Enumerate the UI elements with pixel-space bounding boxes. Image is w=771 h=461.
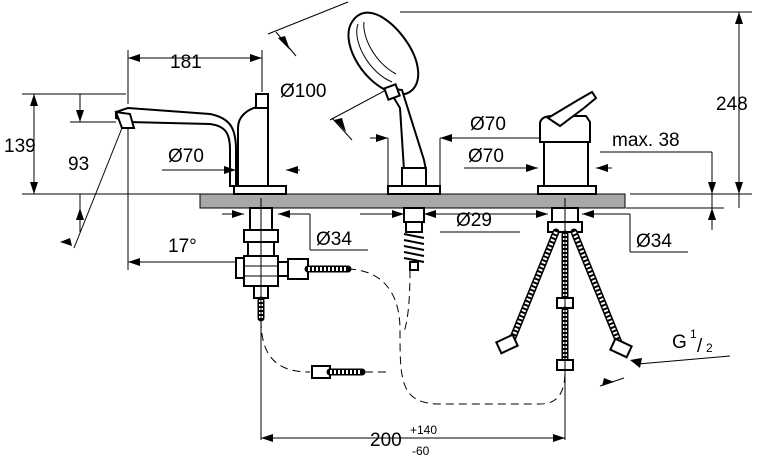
thread-numerator: 1: [690, 327, 697, 341]
centerlines: [260, 198, 566, 440]
dimension-200-minus: -60: [412, 444, 430, 458]
dimension-70-mixer-label: Ø70: [468, 146, 504, 167]
dimension-248: 248: [400, 11, 752, 208]
countertop: [199, 193, 626, 209]
dimension-34-right-label: Ø34: [636, 231, 672, 252]
dimension-100: Ø100: [267, 1, 387, 141]
dimension-34-left: Ø34: [222, 210, 368, 251]
dimension-248-label: 248: [716, 94, 748, 115]
dimension-139-label: 139: [4, 136, 36, 157]
dimension-70-shower-label: Ø70: [470, 114, 506, 135]
hose-connector: [311, 365, 366, 379]
dimension-200-plus: +140: [410, 423, 437, 437]
dimension-200: 200 +140 -60: [261, 423, 565, 458]
dimension-70-spout: Ø70: [162, 146, 300, 174]
dimension-max38-label: max. 38: [612, 130, 680, 151]
hose-routing: [260, 268, 566, 405]
dimension-70-mixer: Ø70: [464, 146, 612, 172]
dimension-29: Ø29: [360, 210, 538, 233]
thread-slash: /: [697, 336, 703, 357]
dimension-29-label: Ø29: [456, 210, 492, 231]
dimension-34-right: Ø34: [526, 210, 688, 253]
thread-denominator: 2: [706, 341, 713, 355]
dimension-max38: max. 38: [600, 130, 724, 230]
dimension-70-spout-label: Ø70: [168, 146, 204, 167]
dimension-17-label: 17°: [168, 236, 197, 257]
dimension-181-label: 181: [170, 52, 202, 73]
dimension-100-label: Ø100: [280, 81, 326, 102]
dimension-93-label: 93: [68, 154, 89, 175]
dimension-thread: G 1 / 2: [599, 327, 731, 387]
dimension-200-label: 200: [370, 430, 402, 451]
thread-g-label: G: [672, 332, 687, 353]
dimension-181: 181: [127, 50, 263, 104]
dimension-34-left-label: Ø34: [316, 229, 352, 250]
dimension-93: 93: [68, 94, 116, 232]
dimension-angle-17: 17°: [60, 127, 236, 270]
dimension-139: 139: [4, 93, 200, 195]
dimension-70-shower: Ø70: [370, 114, 540, 186]
hand-shower: [347, 11, 441, 271]
